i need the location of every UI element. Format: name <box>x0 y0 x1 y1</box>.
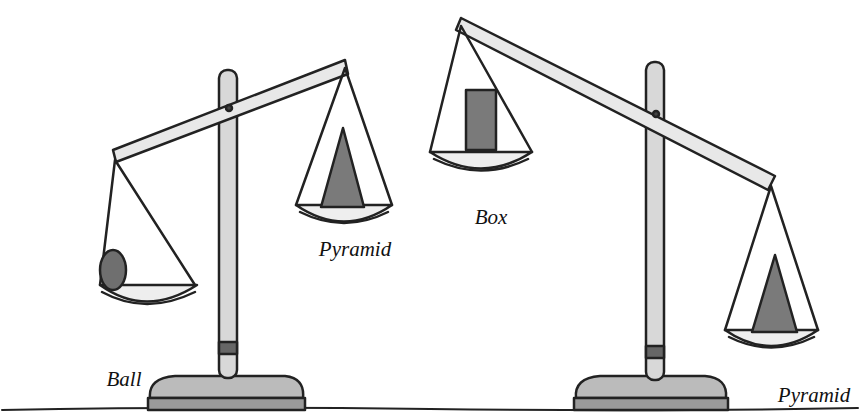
object-label: Pyramid <box>778 384 850 407</box>
object-label: Pyramid <box>319 238 391 261</box>
object-label: Box <box>475 206 508 229</box>
object-label: Ball <box>107 368 142 391</box>
